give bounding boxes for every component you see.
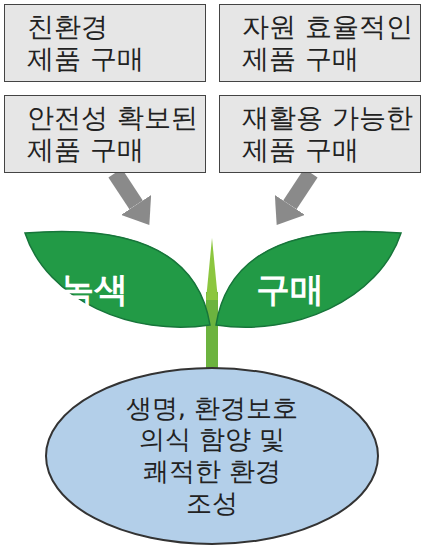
node-text: 안전성 확보된 제품 구매 xyxy=(27,102,205,167)
process-box: 친환경 제품 구매 xyxy=(4,4,206,82)
leaf-label: 녹색 xyxy=(60,267,128,313)
node-text: 자원 효율적인 제품 구매 xyxy=(242,11,420,76)
ellipse-path xyxy=(46,368,378,544)
process-box: 재활용 가능한 제품 구매 xyxy=(219,95,421,173)
node-text: 생명, 환경보호 의식 함양 및 쾌적한 환경 조성 xyxy=(117,393,307,520)
process-box: 자원 효율적인 제품 구매 xyxy=(219,4,421,82)
node-text: 친환경 제품 구매 xyxy=(27,11,152,76)
leaf-shape: 구매 xyxy=(214,225,404,333)
goal-ellipse: 생명, 환경보호 의식 함양 및 쾌적한 환경 조성 xyxy=(44,366,380,546)
block-arrow xyxy=(290,173,311,205)
stem-bud xyxy=(206,238,218,300)
leaf-path xyxy=(216,231,401,327)
node-text: 재활용 가능한 제품 구매 xyxy=(242,102,420,167)
leaf-path xyxy=(25,231,210,327)
block-arrow xyxy=(115,173,136,205)
stem xyxy=(206,292,218,370)
process-box: 안전성 확보된 제품 구매 xyxy=(4,95,206,173)
leaf-shape: 녹색 xyxy=(22,225,212,333)
leaf-label: 구매 xyxy=(256,267,324,313)
